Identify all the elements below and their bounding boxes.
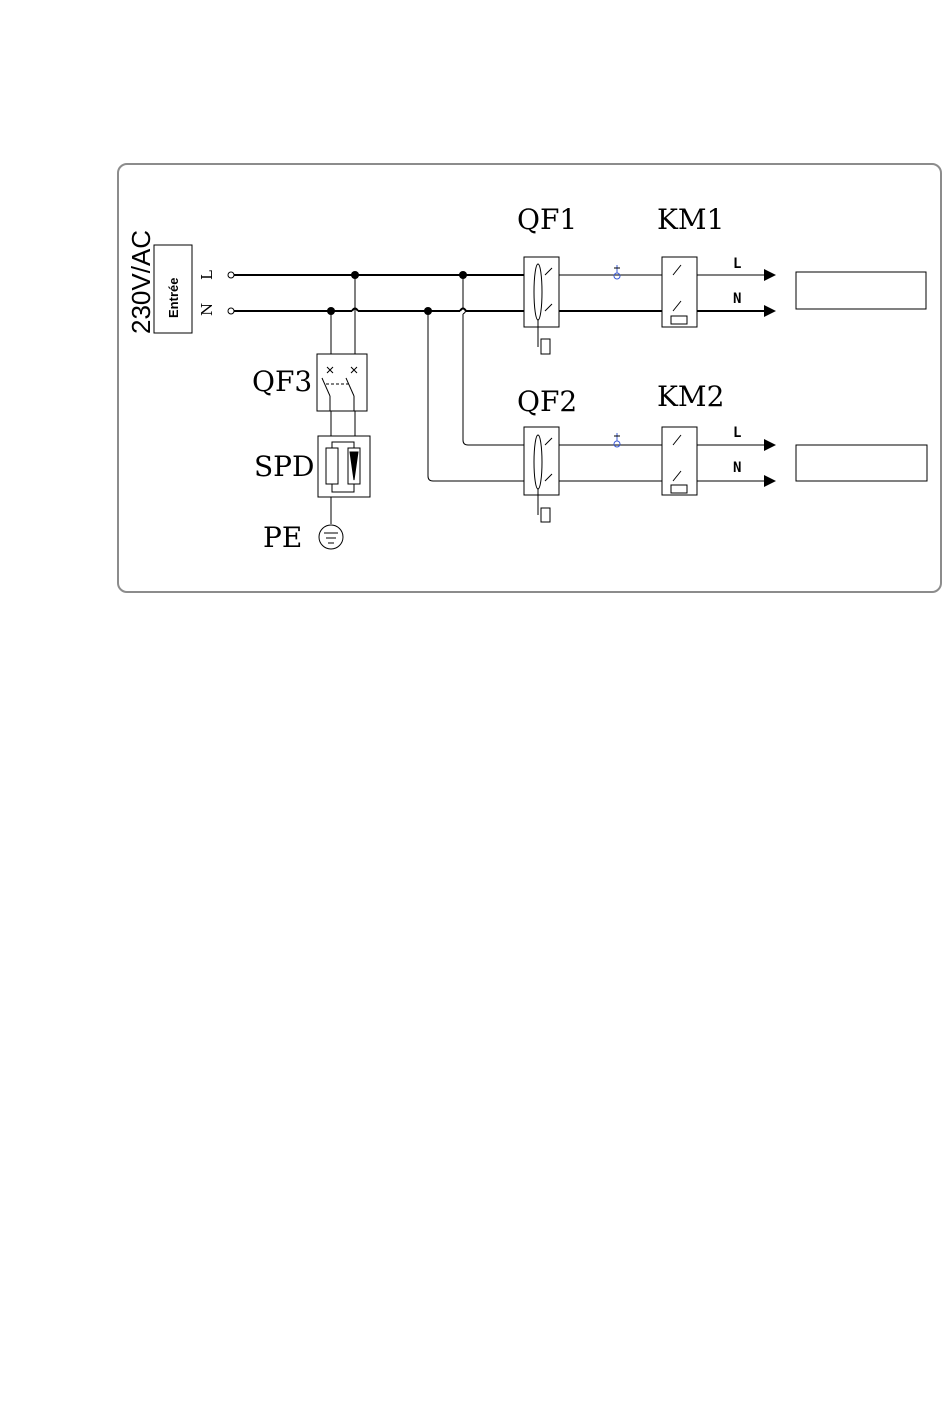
out2-N-label: N: [733, 460, 741, 476]
output-1-box: [796, 272, 926, 309]
out1-L-label: L: [733, 256, 741, 272]
km1-label: KM1: [657, 203, 724, 236]
branch2-feed-L-lower: [463, 314, 524, 445]
sensor-icon-1: [614, 265, 620, 279]
km2-label: KM2: [657, 380, 724, 413]
input-line-N-label: N: [198, 303, 216, 316]
ground-icon: [319, 525, 343, 549]
input-L-terminal: [228, 272, 234, 278]
input-entree-label: Entrée: [166, 278, 181, 318]
spd-label: SPD: [254, 450, 314, 483]
out1-L-arrow: [764, 269, 776, 281]
out1-N-label: N: [733, 291, 741, 307]
qf3-label: QF3: [252, 365, 312, 398]
out2-N-arrow: [764, 475, 776, 487]
out2-L-arrow: [764, 439, 776, 451]
qf1-label: QF1: [517, 203, 577, 236]
out2-L-label: L: [733, 425, 741, 441]
input-line-L-label: L: [198, 270, 216, 280]
out1-N-arrow: [764, 305, 776, 317]
qf2-label: QF2: [517, 385, 577, 418]
pe-label: PE: [263, 521, 302, 554]
input-voltage-label: 230V/AC: [126, 230, 156, 334]
input-N-terminal: [228, 308, 234, 314]
output-2-box: [796, 445, 927, 481]
branch2-feed-N: [428, 311, 524, 481]
